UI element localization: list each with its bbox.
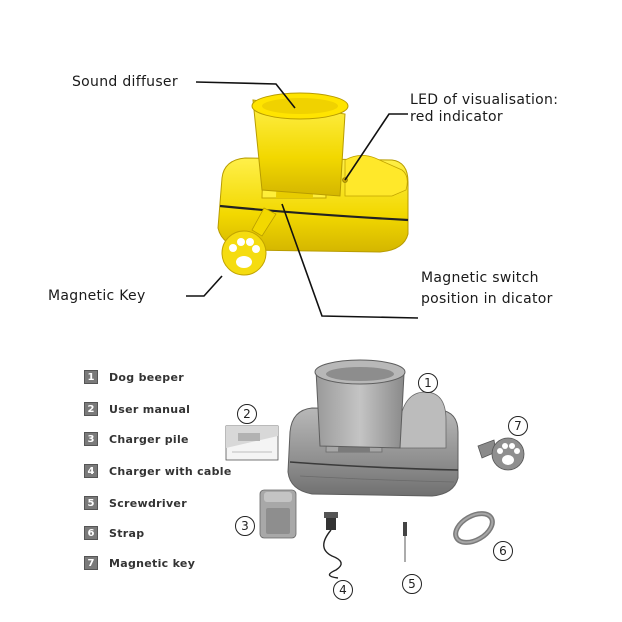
legend-item: 3 Charger pile [84,431,189,447]
marker-6: 6 [493,541,513,561]
legend-item: 6 Strap [84,525,144,541]
marker-4: 4 [333,580,353,600]
marker-5: 5 [402,574,422,594]
legend-number-badge: 3 [84,432,98,446]
legend-label: Charger with cable [109,464,232,478]
marker-2: 2 [237,404,257,424]
label-led-line2: red indicator [410,109,503,125]
legend-item: 1 Dog beeper [84,369,184,385]
label-switch-line1: Magnetic switch [421,270,539,286]
marker-3: 3 [235,516,255,536]
legend-label: Strap [109,526,145,540]
label-led-line1: LED of visualisation: [410,92,559,108]
legend-number-badge: 7 [84,556,98,570]
label-magnetic-key: Magnetic Key [48,288,146,304]
legend-label: Charger pile [109,432,189,446]
legend-number-badge: 4 [84,464,98,478]
legend-label: User manual [109,402,191,416]
legend-label: Magnetic key [109,556,196,570]
legend-item: 4 Charger with cable [84,463,232,479]
marker-1: 1 [418,373,438,393]
legend-number-badge: 5 [84,496,98,510]
legend-item: 5 Screwdriver [84,495,187,511]
legend-label: Screwdriver [109,496,187,510]
legend-item: 7 Magnetic key [84,555,195,571]
legend-item: 2 User manual [84,401,190,417]
legend-label: Dog beeper [109,370,184,384]
legend-number-badge: 1 [84,370,98,384]
label-switch-line2: position in dicator [421,291,553,307]
marker-7: 7 [508,416,528,436]
legend-number-badge: 2 [84,402,98,416]
legend-number-badge: 6 [84,526,98,540]
label-sound-diffuser: Sound diffuser [72,74,178,90]
